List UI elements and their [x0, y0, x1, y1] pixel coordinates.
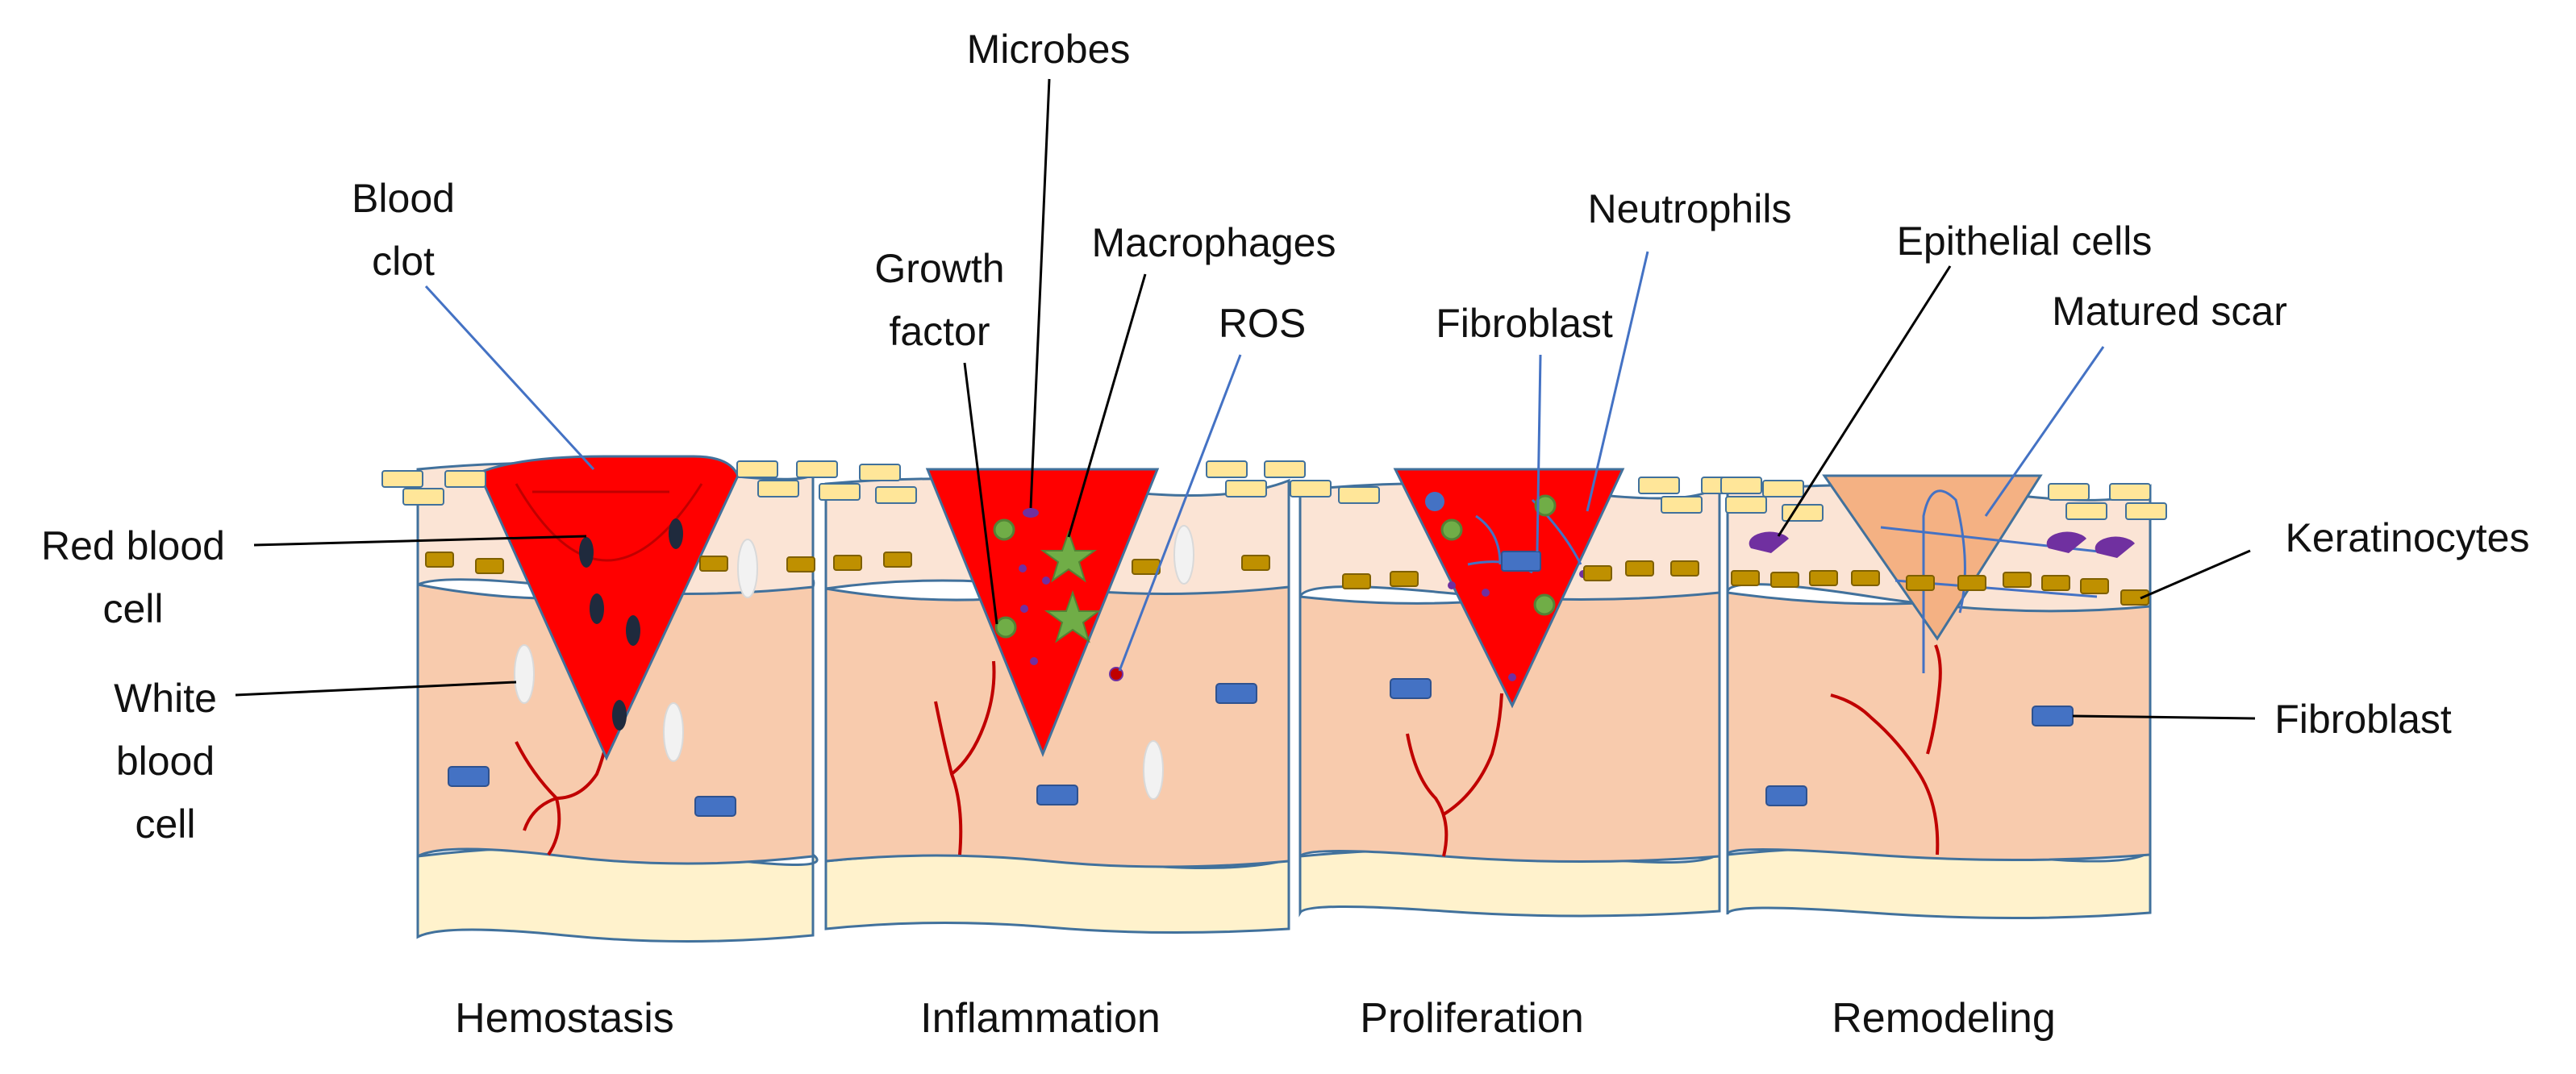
label-macrophages: Macrophages [1091, 220, 1336, 265]
label-ros: ROS [1218, 301, 1307, 346]
leader-growth-factor [963, 362, 998, 625]
label-microbes: Microbes [966, 27, 1131, 72]
label-blood-clot: Blood clot [315, 167, 492, 293]
leader-epithelial-cells [1777, 265, 1952, 537]
panel-remodeling [1720, 474, 2167, 919]
label-keratinocytes: Keratinocytes [2285, 515, 2530, 560]
blood-vessel [934, 660, 996, 855]
leader-fibroblast-top [1536, 354, 1542, 552]
fibroblast [1390, 678, 1432, 699]
leader-microbes [1029, 78, 1051, 509]
label-red-blood-cell-line1: Red blood [41, 523, 225, 568]
keratinocytes [1731, 570, 2149, 606]
epithelial-cells [1749, 531, 2135, 558]
label-growth-factor-line1: Growth [874, 246, 1005, 291]
neutrophil [1425, 492, 1444, 511]
red-blood-cell [579, 537, 594, 568]
surface-cells [819, 460, 1306, 504]
white-blood-cells [514, 539, 758, 762]
label-white-blood-cell: White blood cell [73, 667, 258, 855]
microbes [1019, 508, 1050, 665]
fibroblasts [448, 766, 736, 817]
leader-lines [235, 78, 2256, 720]
white-blood-cell [737, 539, 758, 598]
blood-vessel [1830, 644, 1942, 855]
stage-label-hemostasis: Hemostasis [455, 995, 674, 1042]
leader-matured-scar [1984, 346, 2105, 517]
label-growth-factor-line2: factor [889, 309, 990, 354]
panel-proliferation [1290, 468, 1743, 918]
label-fibroblast-right: Fibroblast [2274, 697, 2452, 742]
surface-cells [1290, 477, 1743, 514]
red-blood-cell [626, 615, 640, 646]
blood-vessel [1406, 693, 1503, 857]
leader-keratinocytes [2140, 549, 2251, 600]
red-blood-cell [669, 518, 683, 549]
keratinocytes [425, 552, 815, 574]
label-epithelial-cells: Epithelial cells [1896, 219, 2153, 264]
stage-label-inflammation: Inflammation [920, 995, 1161, 1042]
fibroblasts [1765, 706, 2074, 806]
label-blood-clot-line2: clot [372, 239, 435, 284]
label-matured-scar: Matured scar [2052, 289, 2287, 334]
macrophage [1040, 529, 1098, 583]
growth-factors [993, 518, 1017, 639]
white-blood-cell [514, 644, 535, 704]
wound-inflammation [925, 468, 1160, 758]
keratinocytes [833, 552, 1270, 575]
leader-neutrophils [1586, 251, 1649, 512]
label-white-blood-cell-line3: cell [135, 801, 196, 847]
surface-cells [1720, 477, 2167, 522]
macrophages [1040, 529, 1102, 643]
stage-label-proliferation: Proliferation [1360, 995, 1584, 1042]
dermis-layer [1726, 589, 2152, 861]
leader-fibroblast-right [2072, 714, 2256, 720]
white-blood-cells [1143, 525, 1194, 800]
red-blood-cell [612, 700, 627, 731]
white-blood-cell [663, 702, 684, 762]
surface-cells [381, 460, 838, 506]
leader-white-blood-cell [235, 681, 517, 697]
keratinocytes [1342, 560, 1699, 589]
macrophage [1044, 589, 1102, 643]
macrophages [1440, 494, 1557, 616]
red-blood-cells [579, 518, 683, 731]
microbe [1023, 508, 1039, 518]
fibroblast [1501, 551, 1541, 572]
label-white-blood-cell-line1: White [114, 676, 217, 721]
leader-ros [1118, 354, 1242, 672]
stage-label-remodeling: Remodeling [1832, 995, 2056, 1042]
leader-macrophages [1067, 273, 1147, 538]
fibroblasts [1036, 683, 1257, 806]
label-growth-factor: Growth factor [839, 237, 1040, 363]
label-red-blood-cell-line2: cell [102, 586, 164, 631]
leader-red-blood-cell [253, 535, 587, 547]
label-red-blood-cell: Red blood cell [16, 514, 250, 640]
label-blood-clot-line1: Blood [352, 176, 455, 221]
label-white-blood-cell-line2: blood [115, 739, 215, 784]
label-neutrophils: Neutrophils [1587, 186, 1792, 231]
leader-blood-clot [424, 285, 595, 471]
panel-hemostasis [381, 455, 838, 943]
red-blood-cell [590, 593, 604, 624]
label-fibroblast-top: Fibroblast [1436, 301, 1613, 346]
panel-inflammation [819, 460, 1306, 935]
